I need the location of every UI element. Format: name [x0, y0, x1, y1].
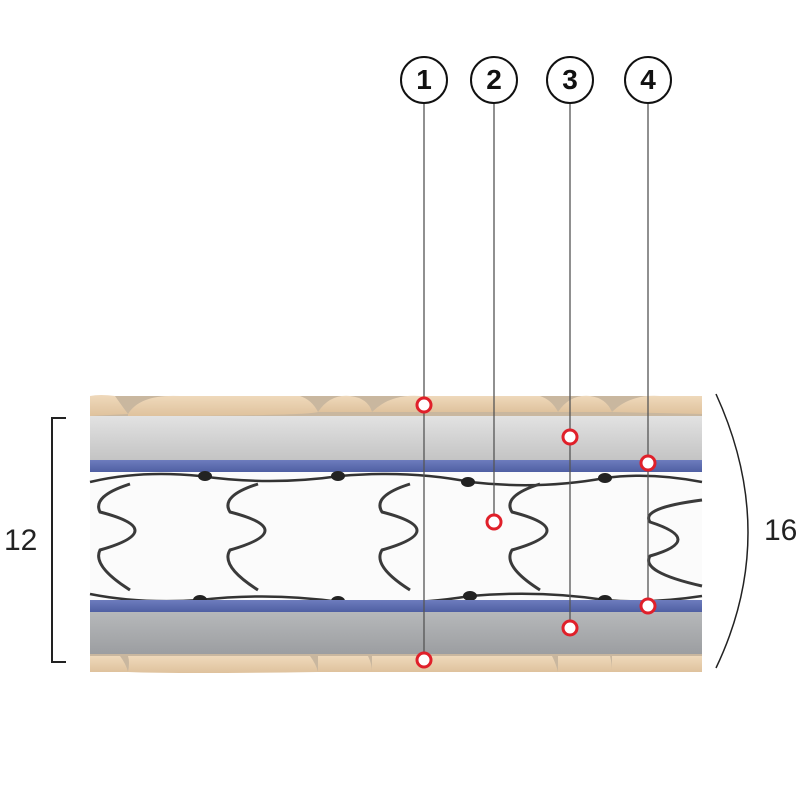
layer-markers	[415, 396, 657, 669]
top-mesh-band	[90, 460, 702, 472]
coil-spring	[647, 498, 703, 588]
spring-block-dimension-bracket	[51, 417, 66, 663]
total-height-label: 16	[764, 514, 798, 547]
marker-felt-bottom	[561, 619, 579, 637]
coil-spring	[226, 482, 267, 592]
spring-block-height-label: 12	[4, 524, 38, 557]
bottom-felt-layer	[90, 612, 702, 654]
bottom-mesh-band	[90, 600, 702, 612]
top-felt-layer	[90, 416, 702, 460]
callout-3: 3	[546, 56, 594, 104]
total-height-dimension-arc	[715, 393, 749, 669]
coil-spring	[378, 482, 419, 592]
marker-felt-top	[561, 428, 579, 446]
coil-spring	[508, 482, 549, 592]
marker-spring	[485, 513, 503, 531]
marker-cover-bottom	[415, 651, 433, 669]
bottom-cover-layer	[90, 654, 702, 673]
marker-cover-top	[415, 396, 433, 414]
coil-spring	[97, 482, 137, 592]
marker-mesh-bottom	[639, 597, 657, 615]
leader-lines	[423, 104, 649, 660]
callout-1: 1	[400, 56, 448, 104]
callout-4: 4	[624, 56, 672, 104]
callout-2: 2	[470, 56, 518, 104]
marker-mesh-top	[639, 454, 657, 472]
top-cover-layer	[90, 395, 702, 416]
